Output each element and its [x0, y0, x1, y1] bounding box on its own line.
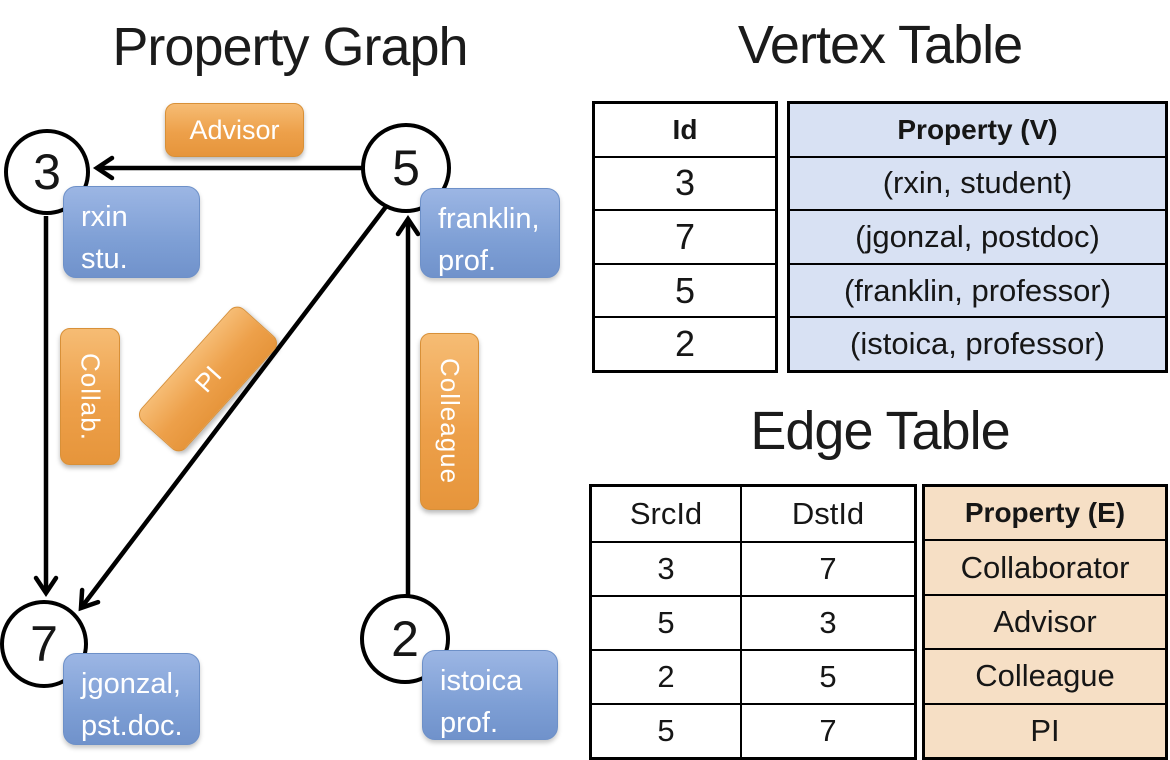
edge-table-property-cell: Colleague	[925, 648, 1165, 702]
edge-label-advisor: Advisor	[165, 103, 304, 157]
edge-table-srcid-cell: 5	[592, 703, 740, 757]
vertex-table-id-cell: 3	[595, 155, 775, 210]
node-7-property-box: jgonzal, pst.doc.	[63, 653, 200, 745]
node-7-property-line1: jgonzal,	[81, 668, 181, 700]
edge-label-pi-text: PI	[188, 359, 227, 398]
edge-table-srcid-header: SrcId	[629, 496, 703, 531]
node-3-property-line1: rxin	[81, 201, 128, 233]
edge-table-id-columns: SrcId DstId 3 7 5 3 2 5 5 7	[589, 484, 917, 760]
edge-label-advisor-text: Advisor	[189, 114, 280, 145]
edge-table-dstid-header: DstId	[740, 487, 914, 541]
vertex-table-property-cell: (jgonzal, postdoc)	[790, 209, 1165, 263]
edge-table-dstid-cell: 7	[740, 703, 914, 757]
vertex-table-property-column: Property (V) (rxin, student) (jgonzal, p…	[787, 101, 1168, 373]
vertex-table-id-cell: 5	[595, 262, 775, 317]
vertex-table-id-header: Id	[672, 113, 698, 145]
vertex-table-property-cell: (istoica, professor)	[790, 316, 1165, 370]
vertex-table-property-cell: (franklin, professor)	[790, 262, 1165, 317]
vertex-table-property-header: Property (V)	[897, 113, 1058, 145]
edge-label-colleague-text: Colleague	[435, 358, 465, 485]
edge-label-collab-text: Collab.	[75, 352, 106, 441]
vertex-table-property-cell: (rxin, student)	[790, 155, 1165, 210]
node-2-property-box: istoica prof.	[422, 650, 558, 740]
node-2-id: 2	[391, 611, 419, 667]
edge-pi-arrow	[78, 202, 390, 612]
node-3-property-box: rxin stu.	[63, 186, 200, 278]
vertex-table-id-cell: 7	[595, 209, 775, 263]
graph-node-2: 2	[360, 594, 450, 684]
node-5-property-box: franklin, prof.	[420, 188, 560, 278]
edge-table-title: Edge Table	[750, 401, 1010, 461]
edge-table-dstid-cell: 7	[740, 541, 914, 595]
node-5-property-line1: franklin,	[438, 203, 540, 235]
vertex-table-id-cell: 2	[595, 316, 775, 370]
edge-table-property-cell: Advisor	[925, 593, 1165, 648]
edge-table-property-cell: Collaborator	[925, 539, 1165, 593]
edge-table-srcid-cell: 3	[592, 541, 740, 595]
edge-label-collab: Collab.	[60, 328, 120, 465]
edge-table-dstid-cell: 3	[740, 595, 914, 649]
graph-node-5: 5	[361, 123, 451, 213]
node-7-id: 7	[30, 616, 58, 672]
property-graph-title: Property Graph	[112, 17, 468, 77]
edge-table-property-column: Property (E) Collaborator Advisor Collea…	[922, 484, 1168, 760]
edge-table-srcid-cell: 5	[592, 595, 740, 649]
edge-label-colleague: Colleague	[420, 333, 479, 510]
edge-table-property-cell: PI	[925, 702, 1165, 757]
edge-table-property-header: Property (E)	[964, 497, 1126, 529]
node-5-property-line2: prof.	[438, 245, 497, 278]
vertex-table-id-column: Id 3 7 5 2	[592, 101, 778, 373]
edge-table-dstid-cell: 5	[740, 649, 914, 703]
node-3-id: 3	[33, 144, 61, 200]
node-3-property-line2: stu.	[81, 243, 128, 276]
graph-edge-layer	[33, 155, 421, 612]
node-7-property-line2: pst.doc.	[81, 710, 183, 743]
edge-table-srcid-cell: 2	[592, 649, 740, 703]
vertex-table-title: Vertex Table	[737, 15, 1023, 75]
node-5-id: 5	[392, 140, 420, 196]
node-2-property-line1: istoica	[440, 665, 523, 697]
node-2-property-line2: prof.	[440, 707, 499, 740]
